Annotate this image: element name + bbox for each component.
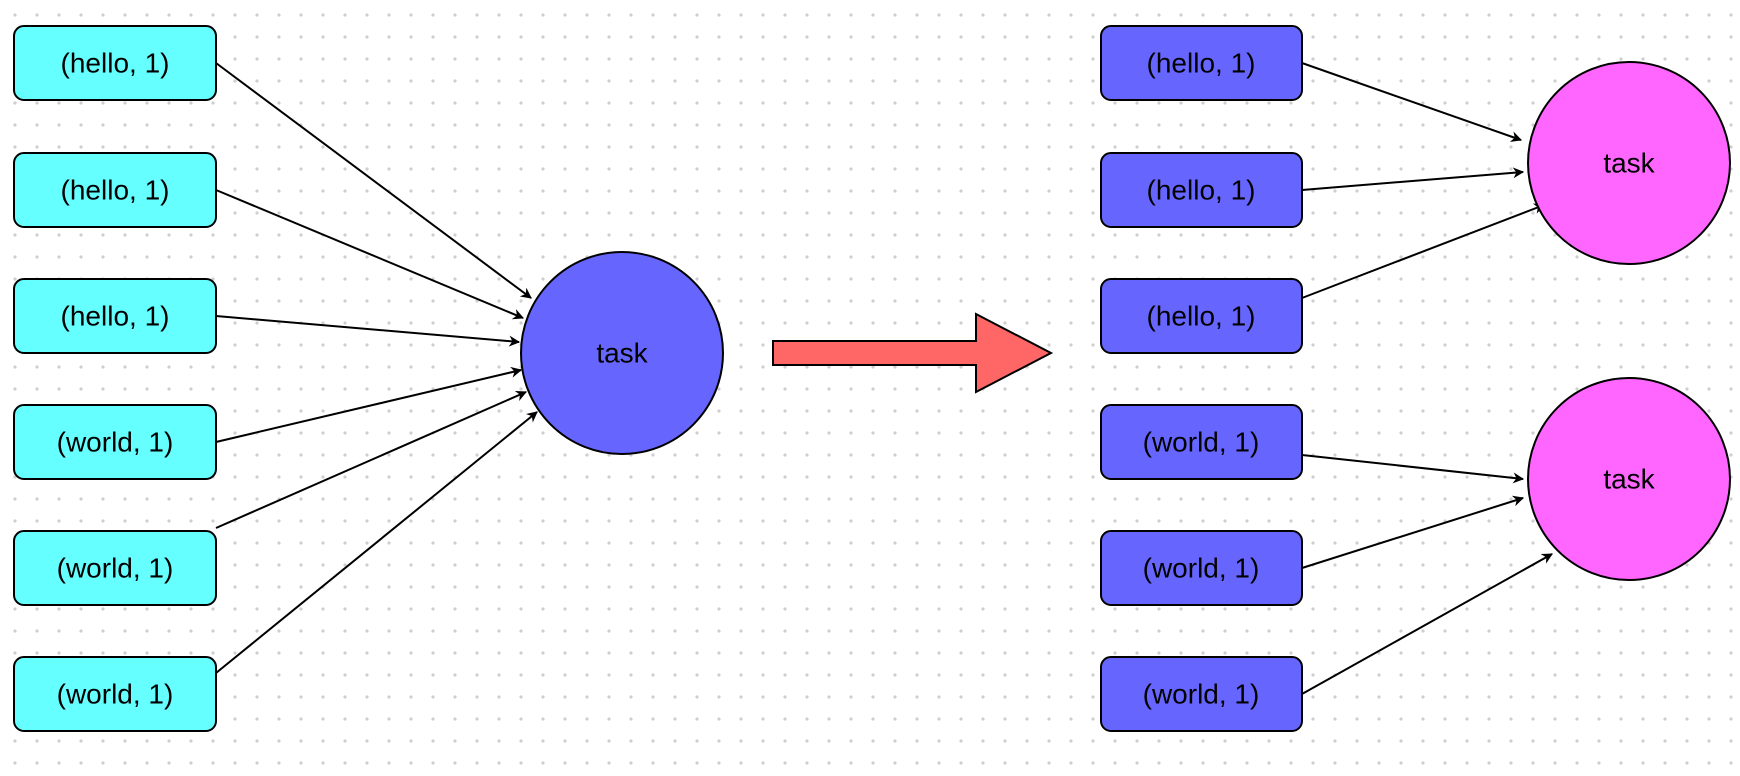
left-record-2-label: (hello, 1) — [61, 175, 170, 206]
left-record-1-box — [13, 25, 217, 101]
left-record-5-box — [13, 530, 217, 606]
right-record-3-label: (hello, 1) — [1147, 301, 1256, 332]
edge-left-record-1-to-task — [215, 62, 532, 299]
right-record-4-box — [1100, 404, 1303, 480]
right-task-circle-1 — [1527, 61, 1731, 265]
edge-left-record-5-to-task — [215, 390, 528, 529]
left-task-circle — [520, 251, 724, 455]
edge-right-record-6-to-task-2 — [1301, 553, 1553, 695]
right-record-2[interactable]: (hello, 1) — [1100, 152, 1303, 228]
left-record-5-label: (world, 1) — [57, 553, 174, 584]
left-record-1[interactable]: (hello, 1) — [13, 25, 217, 101]
right-record-2-box — [1100, 152, 1303, 228]
left-record-5[interactable]: (world, 1) — [13, 530, 217, 606]
edge-right-record-2-to-task-1 — [1301, 167, 1525, 191]
right-record-3-box — [1100, 278, 1303, 354]
right-record-1-box — [1100, 25, 1303, 101]
right-record-5-label: (world, 1) — [1143, 553, 1260, 584]
right-task-circle-2 — [1527, 377, 1731, 581]
edge-right-record-3-to-task-1 — [1301, 203, 1546, 299]
right-record-6[interactable]: (world, 1) — [1100, 656, 1303, 732]
right-record-4[interactable]: (world, 1) — [1100, 404, 1303, 480]
edge-right-record-1-to-task-1 — [1301, 62, 1523, 142]
left-record-4-box — [13, 404, 217, 480]
left-record-6-label: (world, 1) — [57, 679, 174, 710]
right-record-1-label: (hello, 1) — [1147, 48, 1256, 79]
left-record-3-label: (hello, 1) — [61, 301, 170, 332]
left-record-6[interactable]: (world, 1) — [13, 656, 217, 732]
right-record-1[interactable]: (hello, 1) — [1100, 25, 1303, 101]
right-record-5[interactable]: (world, 1) — [1100, 530, 1303, 606]
transform-arrow — [772, 312, 1054, 394]
right-record-2-label: (hello, 1) — [1147, 175, 1256, 206]
right-task-label-1: task — [1603, 148, 1655, 179]
left-record-3-box — [13, 278, 217, 354]
left-record-4[interactable]: (world, 1) — [13, 404, 217, 480]
left-task-label: task — [596, 338, 648, 369]
right-task-label-2: task — [1603, 464, 1655, 495]
edge-left-record-3-to-task — [215, 315, 521, 347]
left-record-1-label: (hello, 1) — [61, 48, 170, 79]
left-record-6-box — [13, 656, 217, 732]
edge-right-record-4-to-task-2 — [1301, 454, 1525, 484]
left-record-2-box — [13, 152, 217, 228]
edge-left-record-6-to-task — [215, 411, 538, 674]
right-task-node-2[interactable]: task — [1527, 377, 1731, 581]
left-record-2[interactable]: (hello, 1) — [13, 152, 217, 228]
right-record-6-label: (world, 1) — [1143, 679, 1260, 710]
right-record-5-box — [1100, 530, 1303, 606]
left-task-node[interactable]: task — [520, 251, 724, 455]
right-task-node-1[interactable]: task — [1527, 61, 1731, 265]
right-record-4-label: (world, 1) — [1143, 427, 1260, 458]
edges-layer — [215, 62, 1553, 695]
left-record-3[interactable]: (hello, 1) — [13, 278, 217, 354]
edge-left-record-4-to-task — [215, 366, 523, 443]
left-record-4-label: (world, 1) — [57, 427, 174, 458]
edge-left-record-2-to-task — [215, 189, 525, 320]
right-record-3[interactable]: (hello, 1) — [1100, 278, 1303, 354]
right-record-6-box — [1100, 656, 1303, 732]
edge-right-record-5-to-task-2 — [1301, 495, 1525, 569]
